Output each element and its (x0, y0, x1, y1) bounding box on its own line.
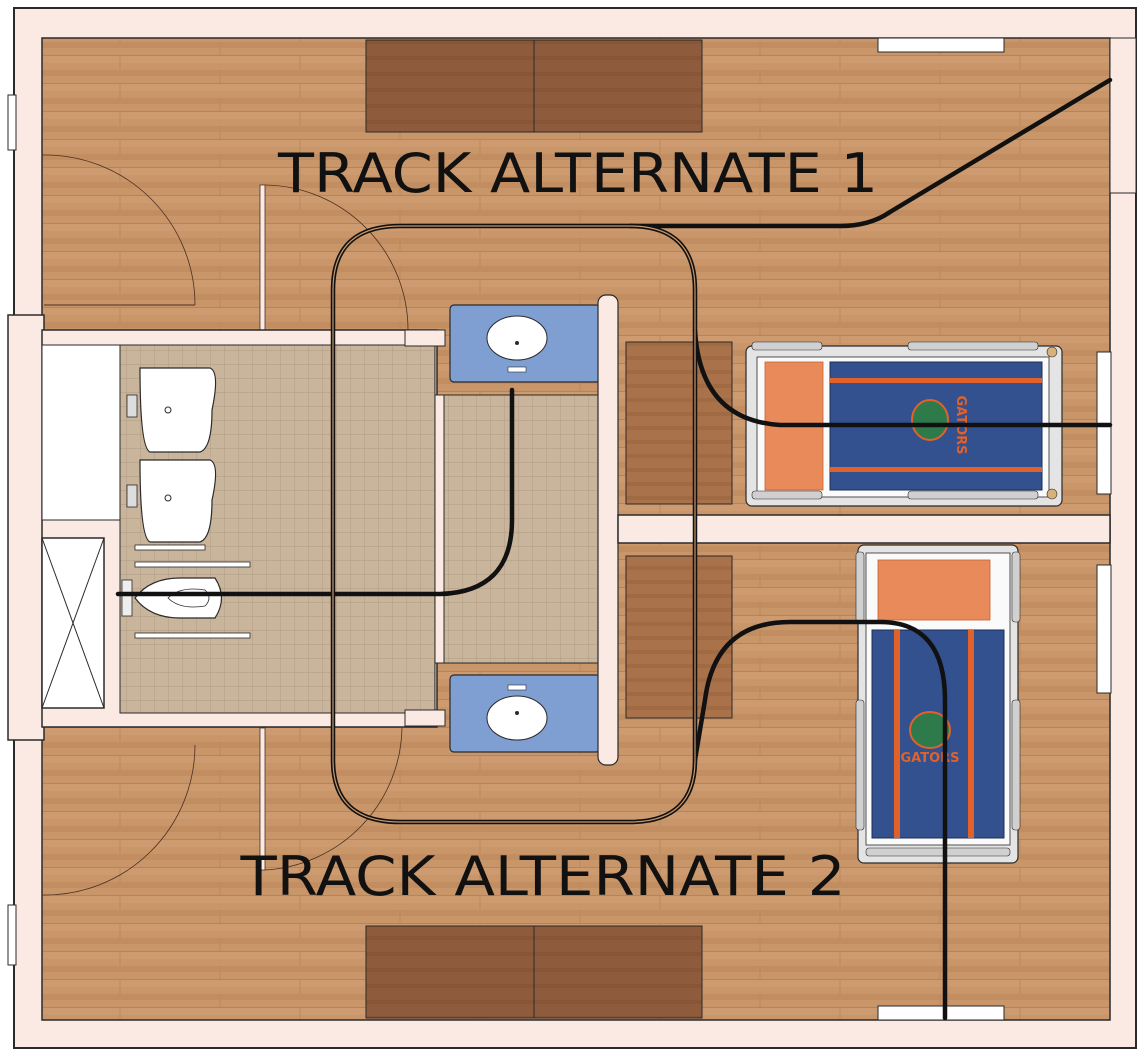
toilet (121, 577, 223, 619)
bath-counter (41, 344, 121, 521)
wardrobe-top (365, 39, 703, 133)
track-alternate-1-label: TRACK ALTERNATE 1 (277, 142, 878, 205)
grab-bar-lower (134, 632, 251, 639)
window-left-bottom (7, 904, 17, 966)
center-wall-top (404, 329, 446, 347)
gator-logo-icon (909, 711, 951, 749)
track-alternate-2 (692, 619, 948, 1021)
track-alternate-1 (627, 77, 1113, 229)
vanity-bottom (449, 674, 601, 753)
room-divider-wall (617, 514, 1111, 544)
bathroom-sink-1 (126, 367, 217, 453)
center-pillar (597, 294, 619, 766)
window-bottom (877, 1005, 1005, 1021)
window-top (877, 37, 1005, 53)
shower-tile-floor (442, 394, 606, 664)
vanity-top (449, 304, 601, 383)
door-leaf-bottom-center (259, 727, 266, 871)
bed-bottom: GATORS (855, 544, 1021, 864)
door-swing-bottom-center (264, 727, 403, 871)
wardrobe-bottom (365, 925, 703, 1019)
window-right-3 (1096, 564, 1112, 694)
track-alternate-2-label: TRACK ALTERNATE 2 (239, 845, 845, 908)
grab-bar-upper (134, 561, 251, 568)
desk-top (625, 341, 733, 505)
door-leaf-top-center (259, 184, 266, 331)
grab-bar-top (134, 544, 206, 551)
desk-bottom (625, 555, 733, 719)
door-swing-top-left (41, 154, 196, 306)
track-toilet-spur (115, 387, 515, 597)
door-swing-top-center (264, 184, 409, 331)
track-bed-1-spur (692, 327, 1113, 428)
window-left-top (7, 94, 17, 151)
center-wall-bottom (404, 709, 446, 727)
partition-wall (434, 394, 445, 664)
bathroom-sink-2 (126, 459, 217, 543)
window-right-1 (1109, 37, 1137, 194)
door-swing-bottom-left (41, 744, 196, 896)
bed-logo-bottom-text: GATORS (900, 751, 959, 766)
gator-logo-icon (911, 399, 949, 441)
entry-wall (7, 314, 45, 741)
